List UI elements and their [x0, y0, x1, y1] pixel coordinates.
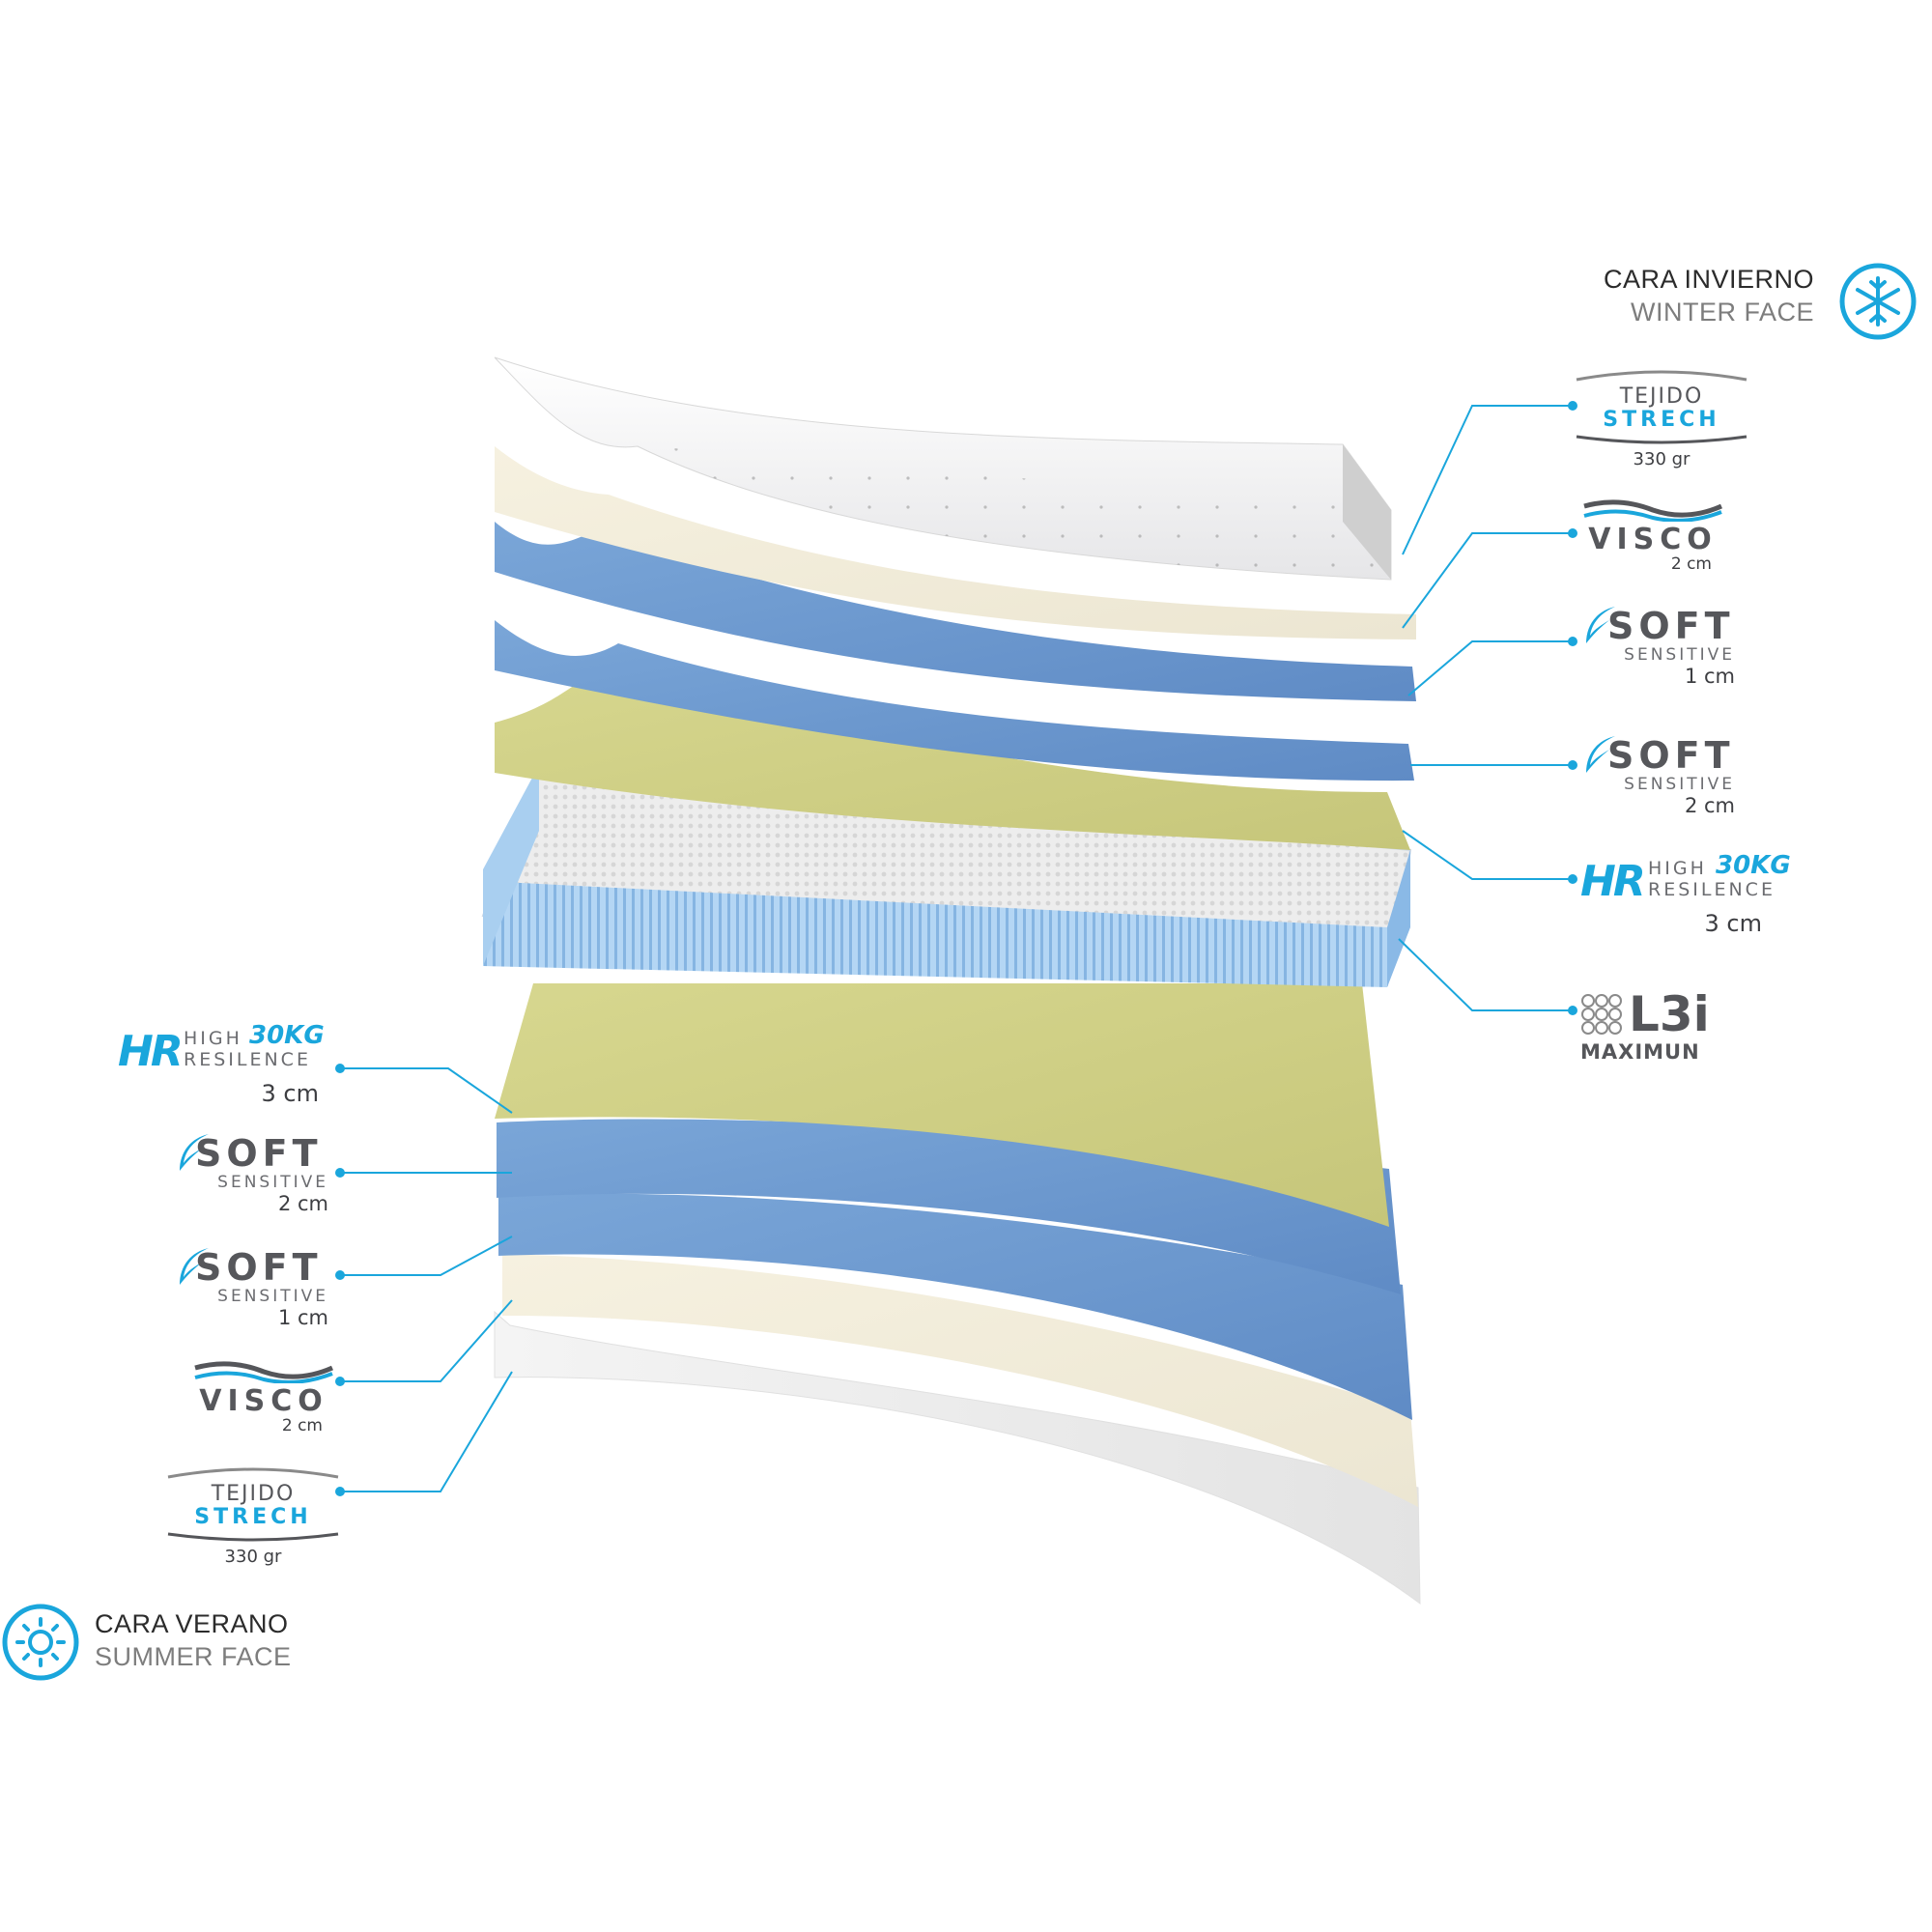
connector-top-visco — [1402, 532, 1573, 629]
strech-text: STRECH — [1603, 408, 1720, 432]
resilence-text: RESILENCE — [184, 1049, 311, 1070]
feather-icon — [1586, 736, 1615, 773]
soft-text: SOFT — [195, 1246, 323, 1289]
winter-face-subtitle: WINTER FACE — [1630, 298, 1814, 327]
label-top-hr-30kg: HR HIGH 30KG RESILENCE 3 cm — [1580, 852, 1803, 937]
sensitive-text: SENSITIVE — [217, 1287, 328, 1306]
soft-text: SOFT — [1607, 734, 1735, 777]
strech-text: STRECH — [194, 1505, 312, 1529]
kg-text: 30KG — [1716, 851, 1791, 880]
connector-top-soft-1cm — [1407, 640, 1573, 696]
hr-logo-icon: HR — [118, 1027, 184, 1076]
label-top-visco: VISCO 2 cm — [1580, 497, 1725, 574]
layer-pocket-springs — [481, 763, 1412, 987]
connector-bottom-soft-2cm-dot — [335, 1168, 345, 1178]
visco-text: VISCO — [199, 1384, 328, 1418]
label-bottom-hr-30kg: HR HIGH 30KG RESILENCE 3 cm — [118, 1022, 340, 1107]
connector-top-soft-1cm-dot — [1568, 637, 1577, 646]
snowflake-icon — [1839, 263, 1917, 340]
connector-l3i — [1398, 938, 1573, 1011]
label-top-tejido-strech: TEJIDO STRECH 330 gr — [1575, 367, 1748, 469]
arc-line-icon — [1576, 370, 1747, 382]
weight-text: 330 gr — [224, 1547, 282, 1567]
layer-top-soft-2cm — [495, 620, 1414, 781]
feather-icon — [1586, 607, 1615, 643]
connector-bottom-tejido — [340, 1371, 513, 1492]
springs-grid-icon — [1581, 994, 1622, 1035]
sensitive-text: SENSITIVE — [217, 1173, 328, 1192]
connector-bottom-tejido-dot — [335, 1487, 345, 1496]
connector-top-hr-dot — [1568, 874, 1577, 884]
thickness-text: 3 cm — [1704, 910, 1762, 937]
soft-text: SOFT — [195, 1132, 323, 1175]
layer-top-soft-1cm — [495, 522, 1416, 701]
thickness-text: 2 cm — [1670, 554, 1712, 574]
sensitive-text: SENSITIVE — [1624, 775, 1735, 794]
layer-bottom-soft-1cm — [498, 1193, 1412, 1420]
label-bottom-tejido-strech: TEJIDO STRECH 330 gr — [166, 1464, 340, 1567]
feather-icon — [180, 1248, 209, 1285]
label-bottom-soft-2cm: SOFT SENSITIVE 2 cm — [174, 1132, 348, 1215]
connector-top-tejido-dot — [1568, 401, 1577, 411]
connector-bottom-soft-1cm — [340, 1236, 513, 1276]
winter-face-title: CARA INVIERNO — [1603, 265, 1814, 294]
connector-bottom-hr — [340, 1067, 513, 1114]
high-text: HIGH — [184, 1028, 242, 1049]
thickness-text: 2 cm — [281, 1416, 323, 1435]
label-l3i-maximun: L3i MAXIMUN — [1580, 989, 1735, 1065]
tejido-text: TEJIDO — [1619, 384, 1704, 409]
resilence-text: RESILENCE — [1648, 879, 1776, 900]
label-bottom-soft-1cm: SOFT SENSITIVE 1 cm — [174, 1246, 348, 1329]
weight-text: 330 gr — [1633, 449, 1690, 469]
summer-face-caption: CARA VERANO SUMMER FACE — [95, 1607, 292, 1673]
arc-line-icon — [167, 1532, 339, 1542]
visco-text: VISCO — [1588, 523, 1718, 556]
connector-bottom-visco-dot — [335, 1377, 345, 1386]
thickness-text: 3 cm — [261, 1080, 319, 1107]
thickness-text: 2 cm — [1684, 794, 1735, 817]
tejido-text: TEJIDO — [211, 1482, 296, 1506]
layer-top-fabric — [494, 356, 1392, 581]
arc-line-icon — [167, 1467, 339, 1479]
layer-bottom-hr — [495, 983, 1389, 1227]
connector-top-hr — [1402, 830, 1573, 880]
label-top-soft-2cm: SOFT SENSITIVE 2 cm — [1580, 734, 1754, 817]
sun-icon — [2, 1604, 79, 1681]
high-text: HIGH — [1648, 858, 1707, 879]
connector-top-tejido — [1402, 405, 1573, 555]
connector-bottom-soft-1cm-dot — [335, 1270, 345, 1280]
l3i-text: L3i — [1629, 986, 1710, 1042]
connector-l3i-dot — [1568, 1006, 1577, 1015]
summer-face-title: CARA VERANO — [95, 1609, 289, 1638]
layer-bottom-fabric — [494, 1310, 1421, 1605]
label-top-soft-1cm: SOFT SENSITIVE 1 cm — [1580, 605, 1754, 688]
feather-icon — [180, 1134, 209, 1171]
thickness-text: 1 cm — [1684, 665, 1735, 688]
layer-bottom-visco — [502, 1254, 1418, 1507]
connector-top-soft-2cm-dot — [1568, 760, 1577, 770]
visco-wave-icon — [1583, 499, 1723, 523]
layer-top-visco — [495, 446, 1416, 639]
maximun-text: MAXIMUN — [1580, 1040, 1700, 1064]
label-bottom-visco: VISCO 2 cm — [191, 1358, 336, 1435]
connector-bottom-visco — [340, 1299, 513, 1382]
kg-text: 30KG — [249, 1021, 325, 1050]
thickness-text: 1 cm — [277, 1306, 328, 1329]
hr-logo-icon: HR — [1580, 857, 1646, 906]
summer-face-subtitle: SUMMER FACE — [95, 1642, 292, 1671]
thickness-text: 2 cm — [277, 1192, 328, 1215]
soft-text: SOFT — [1607, 605, 1735, 647]
connector-top-visco-dot — [1568, 528, 1577, 538]
connector-bottom-hr-dot — [335, 1064, 345, 1073]
winter-face-caption: CARA INVIERNO WINTER FACE — [1604, 263, 1814, 328]
visco-wave-icon — [194, 1361, 334, 1384]
arc-line-icon — [1576, 435, 1747, 444]
sensitive-text: SENSITIVE — [1624, 645, 1735, 665]
